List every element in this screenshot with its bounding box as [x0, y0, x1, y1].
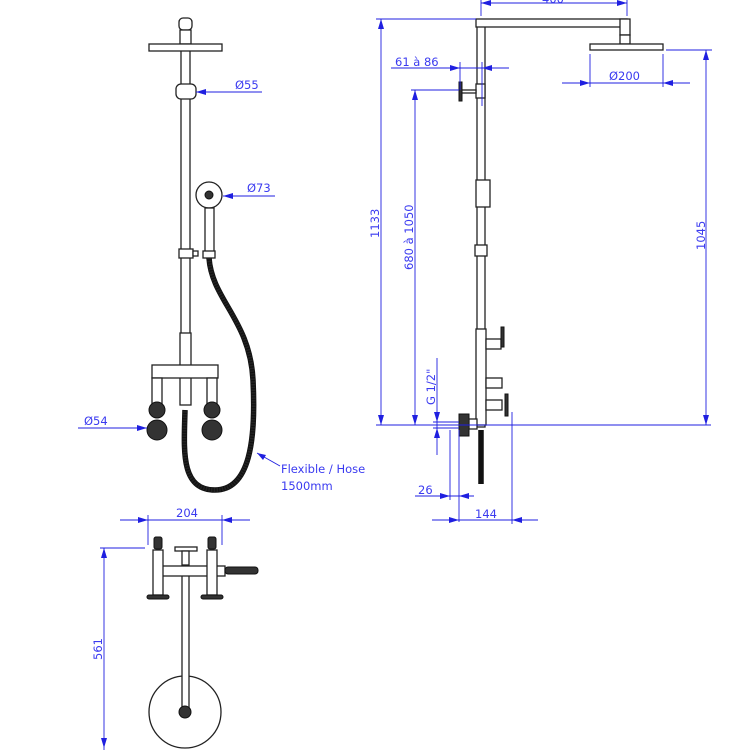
- arrow: [434, 412, 440, 422]
- arrow: [101, 548, 107, 558]
- arrow: [580, 80, 590, 86]
- dim-label-680-1050: 680 à 1050: [402, 204, 416, 270]
- head-connector: [179, 29, 192, 45]
- arrow: [482, 65, 492, 71]
- right-handwheel: [203, 401, 221, 419]
- wall-arm: [460, 89, 477, 94]
- front-view: Ø55 Ø73 Ø54 Flexible / Hose 1500mm: [78, 17, 365, 493]
- dim-label-561: 561: [91, 638, 105, 660]
- shower-arm: [475, 18, 628, 28]
- arrow: [412, 415, 418, 425]
- dim-label-61-86: 61 à 86: [395, 55, 439, 69]
- slider-arm: [192, 250, 199, 257]
- arrow: [512, 517, 522, 523]
- arrow: [663, 80, 673, 86]
- hand-shower-center: [204, 190, 214, 200]
- diverter: [485, 338, 502, 350]
- side-slider: [474, 244, 488, 257]
- diverter-lever: [500, 326, 505, 348]
- lower-valve: [485, 399, 503, 411]
- dim-label-54: Ø54: [84, 414, 108, 428]
- dim-label-1045: 1045: [694, 221, 708, 250]
- arrow: [459, 493, 469, 499]
- top-view: 204 561: [91, 506, 259, 750]
- hose-label: Flexible / Hose: [281, 462, 365, 476]
- dim-label-144: 144: [475, 507, 497, 521]
- top-arm: [181, 574, 190, 711]
- arrow: [703, 415, 709, 425]
- left-handle-top: [146, 594, 170, 600]
- hand-shower-handle: [204, 207, 215, 254]
- inlet: [468, 418, 478, 430]
- right-cap: [207, 536, 217, 550]
- top-cap: [178, 17, 193, 31]
- right-handle-top: [200, 594, 224, 600]
- arrow: [257, 453, 266, 460]
- cross-handle: [504, 393, 509, 417]
- arrow: [222, 517, 232, 523]
- left-cap: [153, 536, 163, 550]
- crossbar: [151, 364, 219, 379]
- rail-pipe: [180, 27, 191, 369]
- head-connector-top: [178, 705, 192, 719]
- side-rain-head: [589, 43, 664, 51]
- top-hose-outlet: [224, 566, 259, 575]
- right-eccentric: [201, 419, 223, 441]
- dim-label-1133: 1133: [368, 209, 382, 238]
- arrow: [137, 425, 147, 431]
- arrow: [378, 19, 384, 29]
- left-valve-top: [152, 549, 164, 596]
- slider: [178, 248, 194, 259]
- right-leg: [206, 377, 218, 405]
- hose-length: 1500mm: [281, 479, 333, 493]
- arrow: [101, 738, 107, 748]
- top-stem: [181, 550, 190, 566]
- left-leg: [151, 377, 163, 405]
- arrow: [617, 0, 627, 6]
- dim-label-73: Ø73: [247, 181, 271, 195]
- arrow: [138, 517, 148, 523]
- wall-plate: [458, 81, 463, 102]
- side-valve-body: [475, 328, 487, 426]
- arrow: [703, 50, 709, 60]
- dim-label-200: Ø200: [609, 69, 640, 83]
- side-view: 400 Ø200 61 à 86 1133 680 à 1050 1045: [368, 0, 712, 524]
- dim-label-204: 204: [176, 506, 198, 520]
- dim-label-thread: G 1/2": [424, 369, 438, 405]
- dim-label-400: 400: [542, 0, 564, 6]
- handle-holder: [202, 250, 216, 259]
- arrow: [481, 0, 491, 6]
- arrow: [196, 89, 206, 95]
- rain-shower-head: [148, 43, 223, 52]
- arrow: [412, 90, 418, 100]
- arrow: [378, 415, 384, 425]
- dim-label-26: 26: [418, 483, 433, 497]
- side-bracket: [475, 83, 486, 99]
- left-handwheel: [148, 401, 166, 419]
- left-eccentric: [146, 419, 168, 441]
- side-hand-shower: [475, 179, 491, 208]
- rail-bracket: [175, 83, 197, 100]
- arrow: [434, 428, 440, 438]
- flexible-hose: [181, 257, 257, 493]
- dim-label-55: Ø55: [235, 78, 259, 92]
- arrow: [450, 65, 460, 71]
- upper-valve: [485, 377, 503, 389]
- arm-elbow: [619, 18, 631, 36]
- arrow: [440, 493, 450, 499]
- arm-connector: [619, 34, 631, 45]
- right-valve-top: [206, 549, 218, 596]
- arrow: [449, 517, 459, 523]
- arrow: [223, 193, 233, 199]
